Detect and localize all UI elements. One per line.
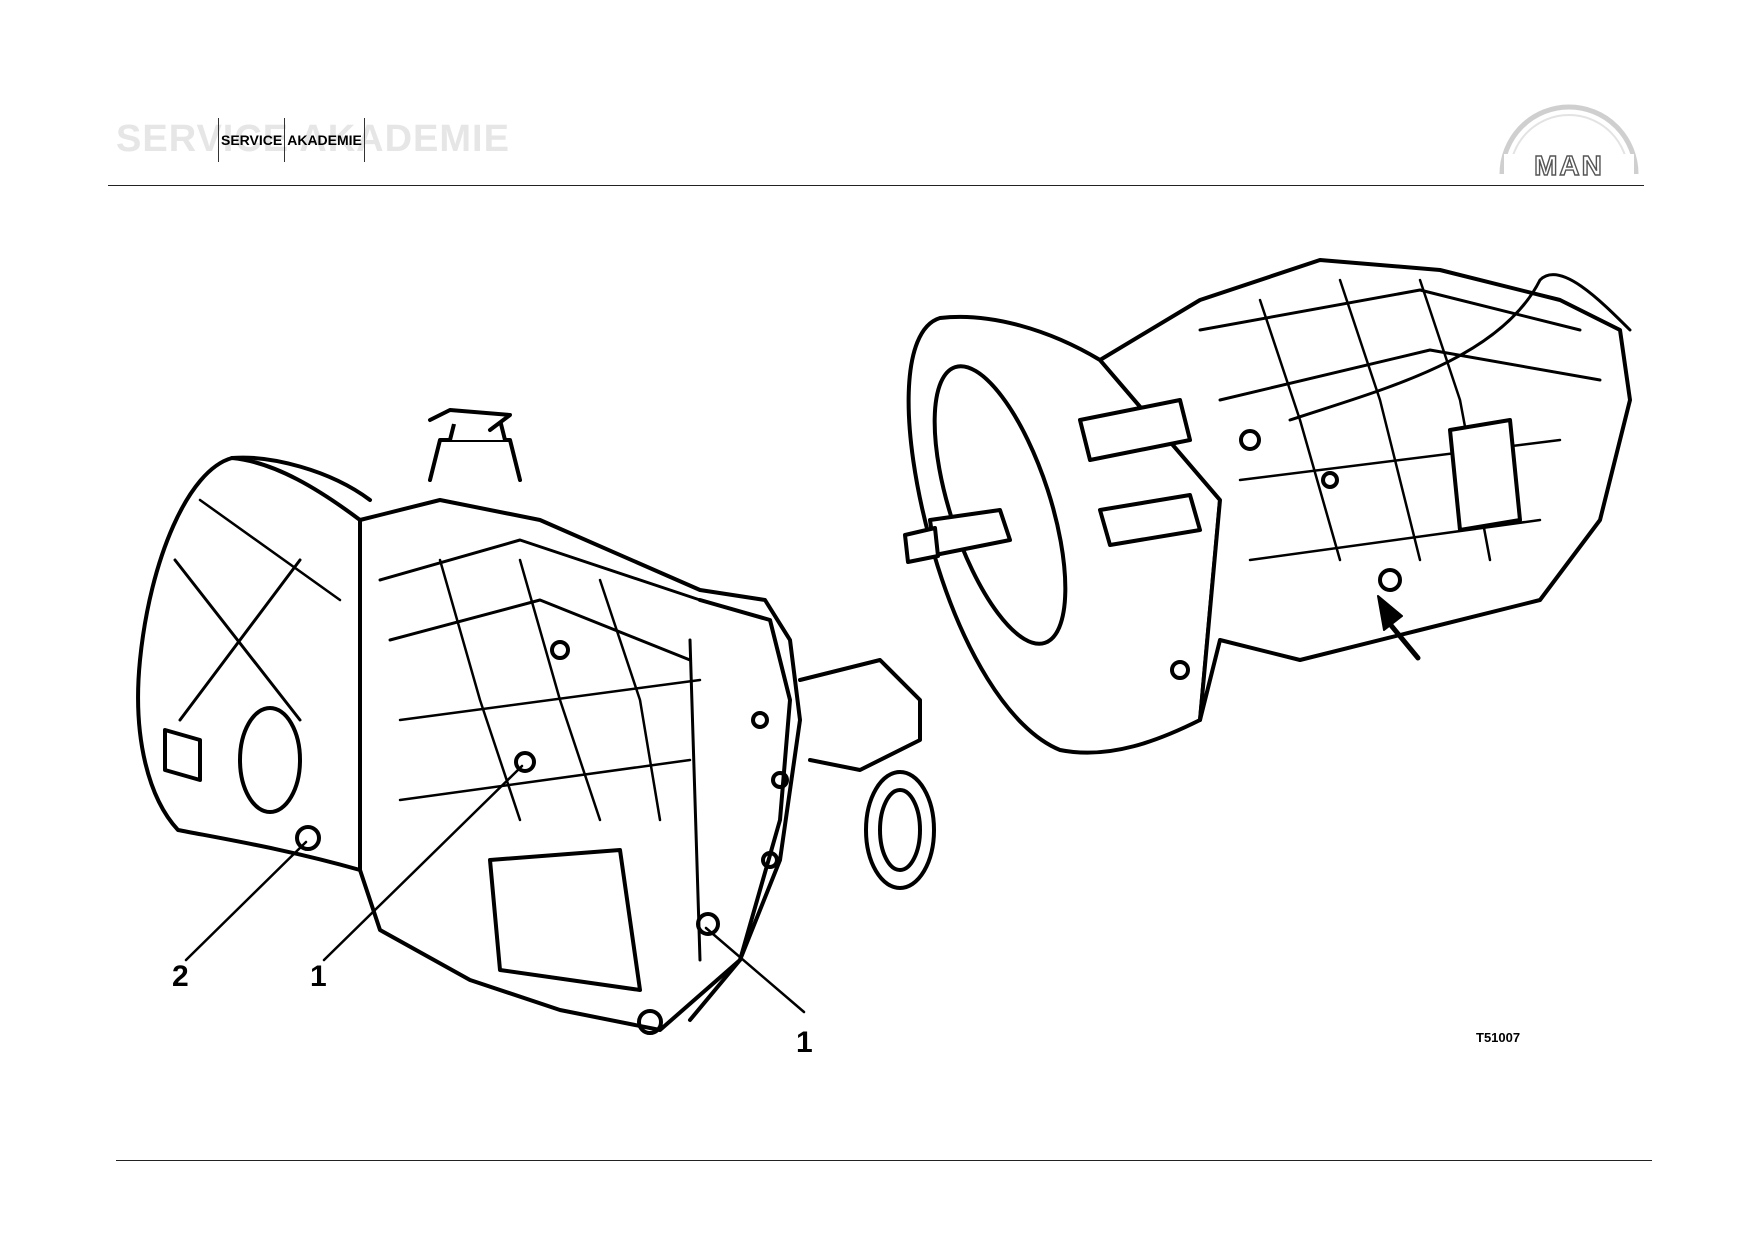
gearbox-right: [903, 258, 1632, 755]
callout-leaders: [184, 764, 806, 1014]
header-rule: [108, 185, 1644, 186]
header-watermark: SERVICE AKADEMIE: [116, 118, 510, 160]
callout-label-1: 1: [310, 960, 327, 993]
indicator-arrow: [1377, 595, 1421, 661]
logo-text: MAN: [1534, 150, 1604, 178]
header-label-akademie: AKADEMIE: [284, 118, 365, 162]
callout-label-1-front: 1: [796, 1026, 813, 1059]
footer-rule: [116, 1160, 1652, 1161]
header-label-service: SERVICE: [218, 118, 284, 162]
callout-label-2: 2: [172, 960, 189, 993]
figure-reference-code: T51007: [1476, 1030, 1521, 1045]
man-logo-icon: MAN: [1499, 104, 1639, 178]
gearbox-left: [136, 408, 936, 1035]
header-label: SERVICE AKADEMIE: [218, 118, 365, 162]
